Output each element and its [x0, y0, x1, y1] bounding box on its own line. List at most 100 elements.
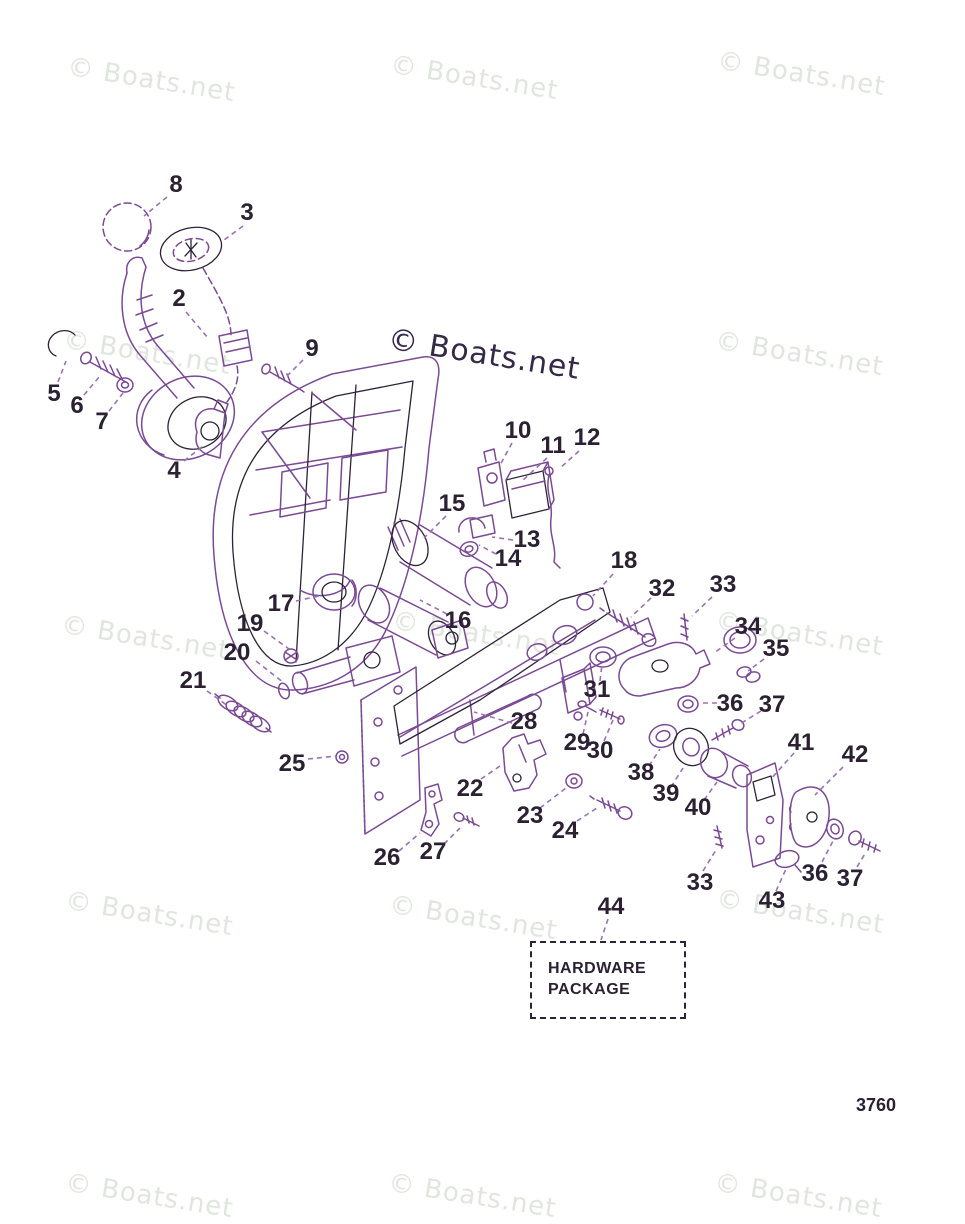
callout-5: 5	[47, 380, 61, 407]
callout-24: 24	[551, 817, 579, 844]
callout-18: 18	[610, 547, 638, 574]
callout-6: 6	[70, 392, 84, 419]
part-spring-21	[214, 693, 272, 733]
part-bushing-17	[312, 573, 357, 611]
callout-2: 2	[172, 285, 186, 312]
callout-14: 14	[494, 545, 522, 572]
callout-7: 7	[95, 408, 109, 435]
leader-line-42	[814, 766, 844, 796]
hardware-package-line2: PACKAGE	[548, 981, 631, 998]
part-washer-36-lower	[825, 818, 845, 840]
part-spring-pin-30	[599, 707, 625, 725]
leader-line-25	[307, 755, 337, 760]
part-bracket-41	[746, 762, 784, 868]
callout-40: 40	[684, 794, 712, 821]
leader-line-11	[520, 457, 548, 483]
leader-line-31	[599, 663, 603, 682]
callout-41: 41	[787, 729, 815, 756]
leader-line-33	[702, 849, 717, 872]
leader-line-13	[491, 536, 514, 541]
part-pin-33-upper	[680, 613, 689, 641]
part-clip-35	[736, 666, 761, 683]
part-fitting-40	[699, 747, 753, 789]
callout-32: 32	[648, 575, 676, 602]
leader-line-8	[143, 196, 168, 217]
leader-line-38	[648, 748, 661, 767]
part-nut-19	[283, 648, 299, 664]
callout-35: 35	[762, 635, 790, 662]
part-knob	[102, 202, 152, 252]
leader-line-6	[83, 375, 101, 396]
callout-29: 29	[563, 729, 591, 756]
leader-line-39	[670, 767, 684, 788]
callout-28: 28	[510, 708, 538, 735]
part-bolt-37-upper	[711, 719, 745, 741]
part-bracket-10	[477, 448, 506, 507]
leader-line-21	[206, 690, 229, 707]
leader-line-27	[443, 827, 461, 845]
leader-line-32	[630, 597, 652, 618]
leader-line-33	[691, 596, 713, 617]
callout-20: 20	[223, 639, 251, 666]
leader-line-26	[398, 832, 421, 852]
callout-43: 43	[758, 887, 786, 914]
callout-8: 8	[169, 171, 183, 198]
leader-line-3	[223, 225, 244, 241]
part-ring-31	[589, 646, 617, 668]
part-slider-block	[561, 662, 597, 721]
leader-line-29	[582, 711, 589, 735]
callout-17: 17	[267, 590, 295, 617]
part-c-ring	[47, 329, 76, 357]
leader-line-35	[747, 658, 765, 672]
leader-line-9	[286, 359, 304, 377]
leader-line-20	[255, 660, 285, 684]
leader-line-10	[498, 442, 513, 468]
callout-10: 10	[504, 417, 532, 444]
leader-line-28	[473, 711, 513, 724]
callout-3: 3	[240, 199, 254, 226]
part-washer-36-upper	[677, 695, 699, 713]
leader-line-41	[769, 752, 795, 781]
callout-19: 19	[236, 610, 264, 637]
part-cover-plate-42	[788, 786, 830, 848]
callout-11: 11	[540, 432, 566, 459]
part-link-block-20	[277, 635, 401, 700]
leader-line-5	[57, 360, 67, 383]
leader-line-30	[603, 719, 614, 742]
callout-26: 26	[373, 844, 401, 871]
leader-line-18	[592, 573, 614, 597]
leader-line-24	[576, 807, 598, 822]
part-pin-29	[577, 700, 597, 713]
leader-line-40	[703, 781, 718, 801]
part-pin-33-lower	[713, 825, 724, 849]
callout-36: 36	[716, 690, 744, 717]
callout-37: 37	[836, 865, 864, 892]
callout-33: 33	[686, 869, 714, 896]
part-bolt-24	[589, 795, 633, 820]
callout-15: 15	[438, 490, 466, 517]
callout-4: 4	[167, 457, 181, 484]
part-nut-25	[335, 750, 349, 764]
callout-25: 25	[278, 750, 306, 777]
part-bracket-26	[420, 783, 443, 837]
leader-line-22	[480, 765, 501, 780]
hardware-package-box: HARDWARE PACKAGE	[530, 941, 686, 1019]
hardware-package-line1: HARDWARE	[548, 960, 647, 978]
part-swivel	[194, 399, 229, 459]
part-back-plate	[360, 666, 421, 835]
part-washer-39	[672, 727, 710, 767]
part-bushing-38	[648, 723, 678, 749]
part-handle	[121, 256, 236, 461]
callout-21: 21	[179, 667, 207, 694]
leader-line-23	[539, 787, 567, 809]
callout-16: 16	[444, 607, 472, 634]
callout-34: 34	[734, 613, 762, 640]
callout-42: 42	[841, 741, 869, 768]
leader-line-43	[775, 868, 787, 892]
leader-line-34	[713, 637, 736, 654]
part-washer-7	[116, 377, 134, 393]
